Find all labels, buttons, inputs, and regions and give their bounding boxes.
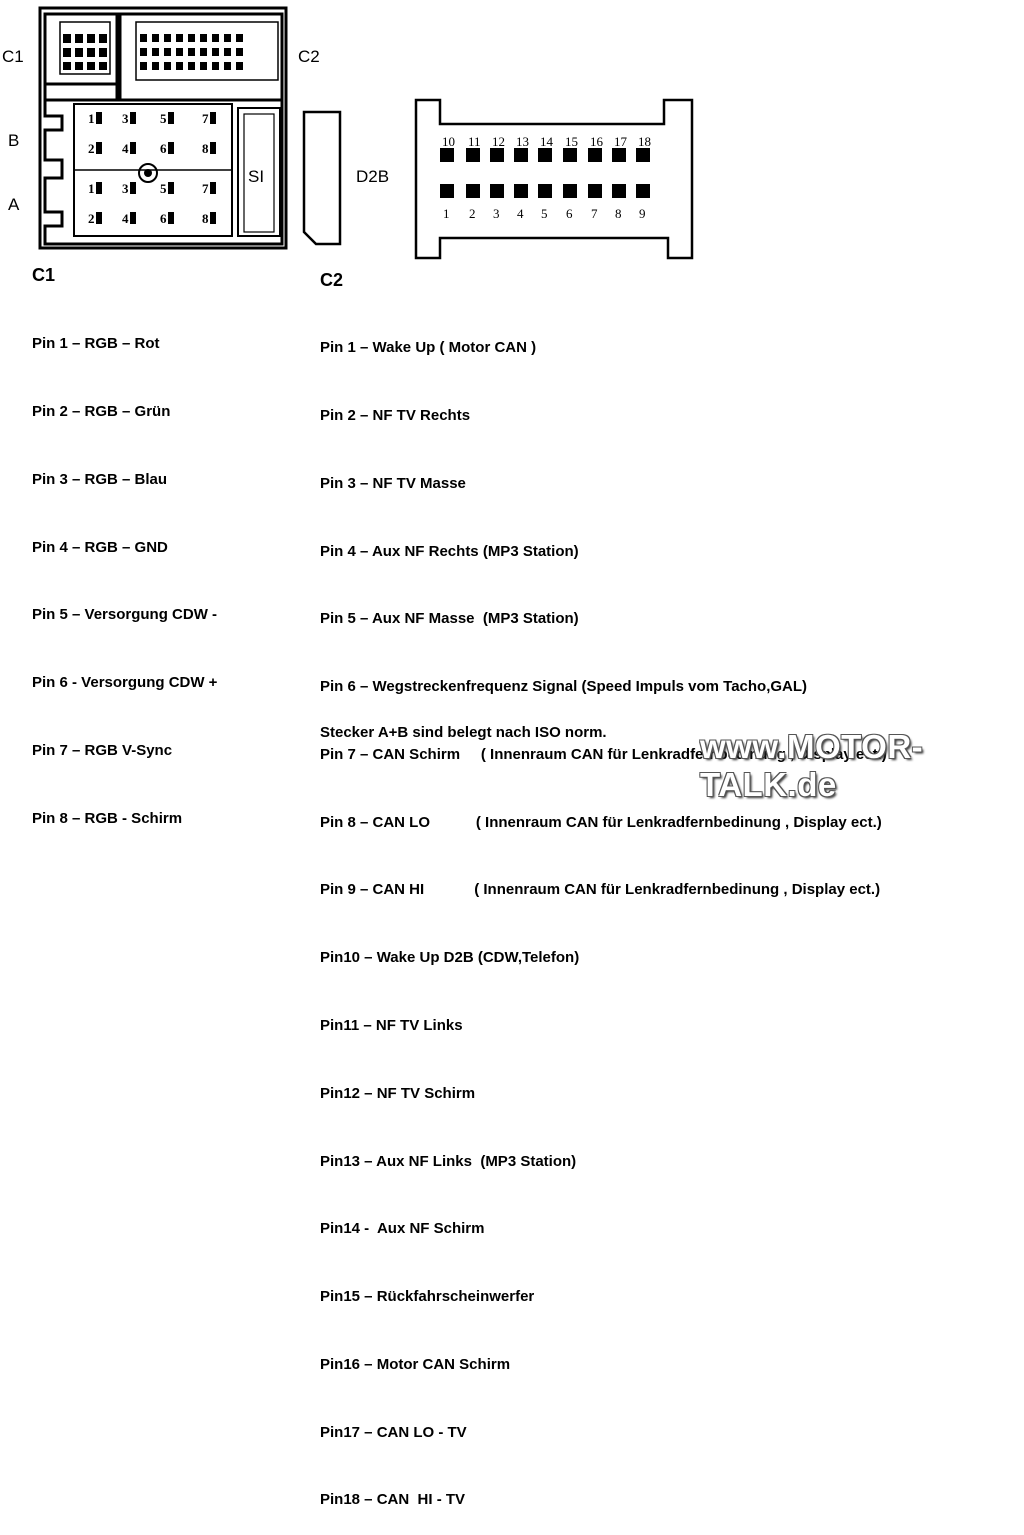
c2-pin-list: Pin 1 – Wake Up ( Motor CAN ) Pin 2 – NF… bbox=[320, 292, 887, 1535]
a-row2-pin: 6 bbox=[160, 211, 167, 226]
d2b-pin-number: 6 bbox=[566, 206, 573, 221]
label-a: A bbox=[8, 195, 20, 214]
d2b-pin-number: 8 bbox=[615, 206, 622, 221]
iso-footnote: Stecker A+B sind belegt nach ISO norm. bbox=[320, 724, 607, 741]
c2-pin-row: Pin 4 – Aux NF Rechts (MP3 Station) bbox=[320, 542, 579, 560]
b-row2-pin: 4 bbox=[122, 141, 129, 156]
c2-pin-row: Pin13 – Aux NF Links (MP3 Station) bbox=[320, 1152, 577, 1170]
d2b-pin-number: 13 bbox=[516, 134, 529, 149]
a-row2-pin: 4 bbox=[122, 211, 129, 226]
c1-pin-row: Pin 1 – RGB – Rot bbox=[32, 335, 160, 353]
c2-pin-cells bbox=[140, 34, 243, 70]
c2-pin-row: Pin14 - Aux NF Schirm bbox=[320, 1220, 485, 1238]
a-row2-pin: 2 bbox=[88, 211, 95, 226]
d2b-pin-number: 14 bbox=[540, 134, 554, 149]
b-row2-pin: 2 bbox=[88, 141, 95, 156]
b-row2-pin: 8 bbox=[202, 141, 209, 156]
d2b-pin-number: 7 bbox=[591, 206, 598, 221]
a-row1-pin: 1 bbox=[88, 181, 95, 196]
d2b-connector-outline bbox=[414, 98, 694, 260]
b-row1-pin: 1 bbox=[88, 111, 95, 126]
side-plug bbox=[302, 110, 342, 246]
c2-pin-row: Pin 5 – Aux NF Masse (MP3 Station) bbox=[320, 610, 579, 628]
c2-pin-row: Pin16 – Motor CAN Schirm bbox=[320, 1355, 511, 1373]
c1-pin-row: Pin 6 - Versorgung CDW + bbox=[32, 674, 218, 692]
c2-pin-row: Pin 6 – Wegstreckenfrequenz Signal (Spee… bbox=[320, 678, 808, 696]
c1-pin-cells bbox=[63, 34, 107, 70]
iso-pins bbox=[96, 112, 216, 224]
d2b-pin-number: 18 bbox=[638, 134, 651, 149]
c2-pin-row: Pin 8 – CAN LO ( Innenraum CAN für Lenkr… bbox=[320, 813, 882, 831]
label-c2: C2 bbox=[298, 47, 320, 66]
c2-pin-row: Pin 2 – NF TV Rechts bbox=[320, 406, 471, 424]
a-row2-pin: 8 bbox=[202, 211, 209, 226]
label-b: B bbox=[8, 131, 19, 150]
d2b-pin-number: 2 bbox=[469, 206, 476, 221]
d2b-pin-number: 4 bbox=[517, 206, 524, 221]
c2-pin-row: Pin15 – Rückfahrscheinwerfer bbox=[320, 1288, 535, 1306]
iso-pin-numbers: 1 3 5 7 2 4 6 8 1 3 5 7 2 4 6 8 bbox=[88, 111, 209, 226]
c1-title: C1 bbox=[32, 265, 56, 285]
d2b-bottom-numbers: 1 2 3 4 5 6 7 8 9 bbox=[443, 206, 646, 221]
label-d2b: D2B bbox=[356, 167, 389, 186]
d2b-pin-number: 17 bbox=[614, 134, 628, 149]
c1-pin-row: Pin 5 – Versorgung CDW - bbox=[32, 606, 218, 624]
a-row1-pin: 3 bbox=[122, 181, 129, 196]
d2b-pin-number: 3 bbox=[493, 206, 500, 221]
c2-pin-row: Pin18 – CAN HI - TV bbox=[320, 1491, 466, 1509]
antenna-socket bbox=[138, 163, 158, 183]
c2-pin-row: Pin 3 – NF TV Masse bbox=[320, 474, 466, 492]
label-si: SI bbox=[248, 167, 264, 186]
radio-connector-housing bbox=[38, 6, 288, 250]
c2-pin-row: Pin 9 – CAN HI ( Innenraum CAN für Lenkr… bbox=[320, 881, 881, 899]
d2b-pin-number: 16 bbox=[590, 134, 604, 149]
c1-pin-row: Pin 7 – RGB V-Sync bbox=[32, 741, 173, 759]
d2b-pin-number: 1 bbox=[443, 206, 450, 221]
d2b-pin-number: 9 bbox=[639, 206, 646, 221]
b-row1-pin: 7 bbox=[202, 111, 209, 126]
b-row1-pin: 3 bbox=[122, 111, 129, 126]
d2b-pin-number: 5 bbox=[541, 206, 548, 221]
a-row1-pin: 7 bbox=[202, 181, 209, 196]
connector-diagram: 1 3 5 7 2 4 6 8 1 3 5 7 2 4 6 8 C1 B A C… bbox=[2, 6, 694, 260]
c2-title: C2 bbox=[320, 270, 344, 290]
b-row1-pin: 5 bbox=[160, 111, 167, 126]
d2b-pin-number: 12 bbox=[492, 134, 505, 149]
c1-pin-row: Pin 3 – RGB – Blau bbox=[32, 470, 168, 488]
c2-pin-row: Pin11 – NF TV Links bbox=[320, 1017, 463, 1034]
d2b-pin-number: 11 bbox=[468, 134, 481, 149]
c2-pin-row: Pin17 – CAN LO - TV bbox=[320, 1423, 467, 1441]
c2-pin-row: Pin10 – Wake Up D2B (CDW,Telefon) bbox=[320, 949, 580, 967]
d2b-top-pins bbox=[440, 148, 650, 162]
d2b-top-numbers: 10 11 12 13 14 15 16 17 18 bbox=[442, 134, 651, 149]
c1-pin-row: Pin 8 – RGB - Schirm bbox=[32, 809, 183, 827]
c1-pin-row: Pin 4 – RGB – GND bbox=[32, 538, 168, 556]
c2-pin-row: Pin 7 – CAN Schirm ( Innenraum CAN für L… bbox=[320, 745, 887, 763]
c2-pin-row: Pin12 – NF TV Schirm bbox=[320, 1084, 476, 1102]
d2b-pin-number: 10 bbox=[442, 134, 455, 149]
b-row2-pin: 6 bbox=[160, 141, 167, 156]
label-c1: C1 bbox=[2, 47, 24, 66]
connector-labels: C1 B A C2 SI D2B bbox=[2, 47, 389, 214]
d2b-pin-number: 15 bbox=[565, 134, 578, 149]
a-row1-pin: 5 bbox=[160, 181, 167, 196]
d2b-bottom-pins bbox=[440, 184, 650, 198]
c1-pin-list: Pin 1 – RGB – Rot Pin 2 – RGB – Grün Pin… bbox=[32, 288, 217, 853]
c2-pin-row: Pin 1 – Wake Up ( Motor CAN ) bbox=[320, 339, 537, 357]
c1-pin-row: Pin 2 – RGB – Grün bbox=[32, 402, 171, 420]
watermark: www.MOTOR-TALK.de bbox=[700, 728, 924, 803]
